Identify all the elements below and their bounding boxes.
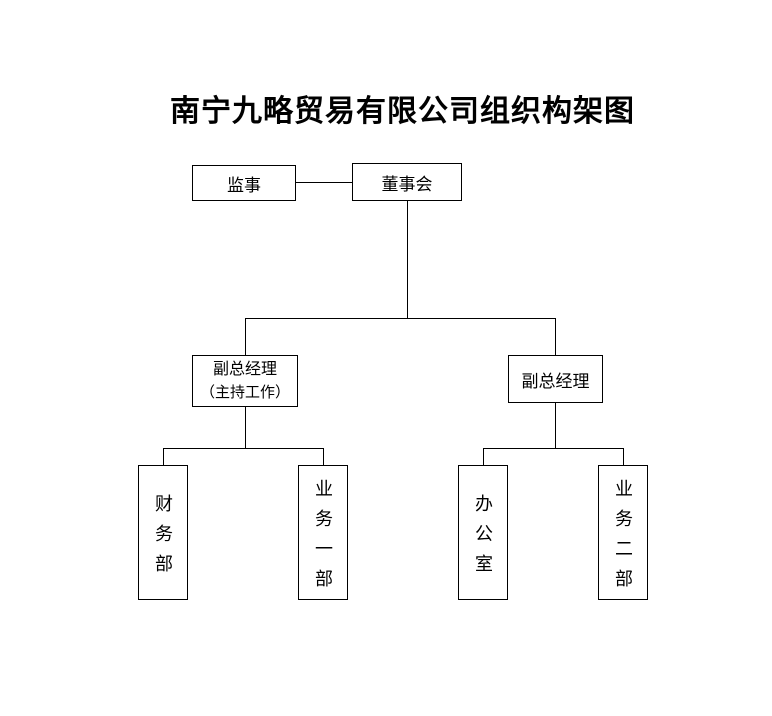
node-supervisor-label: 监事	[227, 175, 261, 195]
connector-to-deputy-gm-lead	[245, 318, 246, 355]
connector-deputy-gm-down	[555, 403, 556, 448]
connector-to-office	[483, 448, 484, 465]
chart-title: 南宁九略贸易有限公司组织构架图	[170, 95, 635, 128]
node-deputy-gm-label: 副总经理	[521, 371, 590, 391]
connector-supervisor-board	[296, 182, 352, 183]
node-business-dept-1-label: 业务一部	[313, 478, 333, 599]
node-finance-dept-label: 财务部	[153, 493, 173, 584]
connector-board-down	[407, 201, 408, 318]
node-business-dept-2: 业务二部	[598, 465, 648, 600]
connector-level2-horizontal	[245, 318, 555, 319]
node-business-dept-2-label: 业务二部	[613, 478, 633, 599]
node-deputy-gm-lead-label-line2: （主持工作）	[199, 384, 290, 401]
node-office: 办公室	[458, 465, 508, 600]
connector-deputy-gm-lead-down	[245, 407, 246, 448]
node-deputy-gm-lead: 副总经理 （主持工作）	[192, 355, 298, 407]
node-deputy-gm-lead-label-line1: 副总经理	[212, 360, 277, 378]
node-supervisor: 监事	[192, 165, 296, 201]
connector-left-subtree-horizontal	[163, 448, 323, 449]
connector-to-finance-dept	[163, 448, 164, 465]
connector-right-subtree-horizontal	[483, 448, 623, 449]
node-board-of-directors-label: 董事会	[381, 174, 433, 194]
node-office-label: 办公室	[473, 493, 493, 584]
node-deputy-gm: 副总经理	[508, 355, 603, 403]
node-business-dept-1: 业务一部	[298, 465, 348, 600]
connector-to-deputy-gm	[555, 318, 556, 355]
node-finance-dept: 财务部	[138, 465, 188, 600]
connector-to-business-dept-1	[323, 448, 324, 465]
connector-to-business-dept-2	[623, 448, 624, 465]
node-board-of-directors: 董事会	[352, 163, 462, 201]
